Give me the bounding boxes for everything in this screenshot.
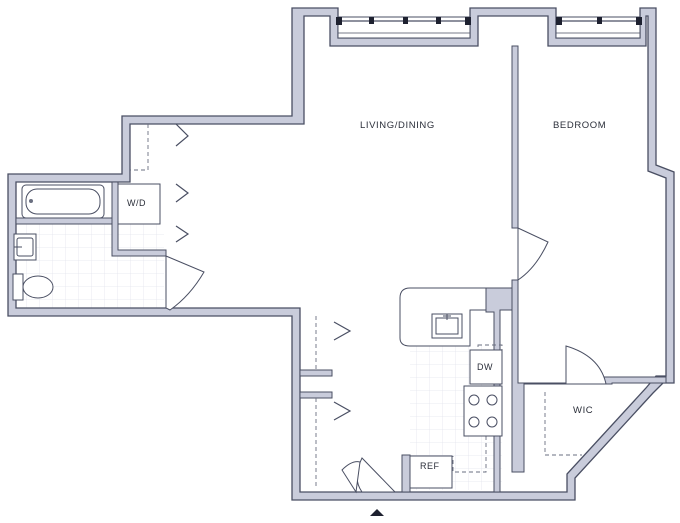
closet-dashes — [130, 124, 582, 488]
refrigerator — [409, 455, 453, 489]
bath-closet-wall — [111, 181, 167, 257]
bedroom-door — [517, 227, 549, 281]
stove — [463, 385, 503, 437]
kitchen-end-wall — [401, 454, 411, 493]
windows — [337, 16, 641, 39]
wic-door — [565, 345, 607, 385]
bedroom-partition-wall — [511, 45, 519, 229]
entry-door-left-leaf — [341, 461, 361, 494]
living-dining-label: LIVING/DINING — [360, 120, 435, 131]
bath-door — [165, 255, 205, 311]
closet-partition-upper — [299, 369, 333, 377]
bathtub — [21, 184, 105, 219]
washer-dryer-label: W/D — [127, 198, 146, 208]
bath-tub-wall — [15, 217, 113, 225]
bifold-doors — [175, 123, 352, 421]
window-mullions — [336, 17, 642, 25]
entry-arrow-icon — [370, 509, 384, 516]
bath-sink — [13, 233, 37, 261]
bedroom-label: BEDROOM — [553, 120, 607, 131]
refrigerator-label: REF — [420, 461, 440, 471]
toilet — [12, 273, 54, 301]
kitchen-sink — [431, 313, 463, 339]
entry-door — [356, 457, 397, 493]
exterior-walls — [7, 7, 675, 501]
dishwasher-label: DW — [477, 362, 493, 372]
bedroom-lower-wall — [511, 279, 667, 473]
washer-dryer-box — [117, 183, 161, 225]
doors — [165, 227, 607, 494]
closet-partition-lower — [299, 391, 333, 399]
wic-label: WIC — [573, 405, 594, 416]
dishwasher — [469, 349, 503, 385]
